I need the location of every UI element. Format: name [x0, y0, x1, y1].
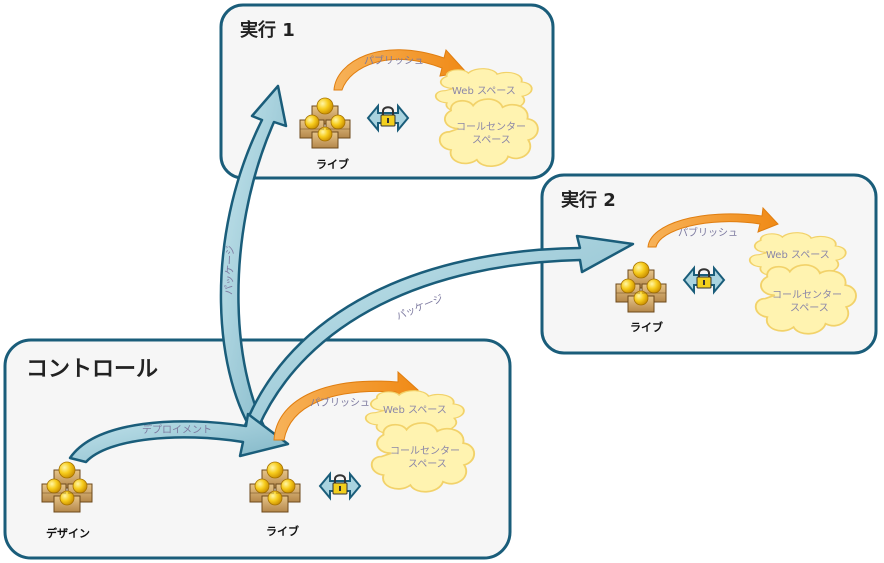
publish-arrow-run2-label: パブリッシュ	[678, 226, 738, 239]
control-call-center-cloud	[370, 421, 476, 493]
run2-call-center-label-2: スペース	[790, 303, 829, 314]
run2-call-center-label-1: コールセンター	[772, 289, 842, 301]
run1-live-label: ライブ	[316, 157, 349, 171]
control-call-center-label-1: コールセンター	[390, 445, 460, 457]
run2-panel-title: 実行 2	[561, 189, 616, 211]
run2-live-label: ライブ	[630, 320, 663, 334]
package-arrow-run2-label: パッケージ	[394, 292, 445, 323]
run1-panel-title: 実行 1	[240, 19, 295, 41]
publish-arrow-control-label: パブリッシュ	[310, 396, 370, 409]
design-label: デザイン	[46, 526, 90, 540]
control-web-space-label: Web スペース	[383, 405, 447, 416]
run1-call-center-label-1: コールセンター	[456, 121, 526, 133]
publish-arrow-run2: パブリッシュ	[647, 206, 779, 248]
control-panel-title: コントロール	[26, 357, 158, 382]
run1-call-center-label-2: スペース	[472, 135, 511, 146]
control-live-label: ライブ	[266, 524, 299, 538]
deployment-arrow-label: デプロイメント	[142, 423, 212, 436]
deployment-arrow: デプロイメント	[68, 412, 290, 464]
run2-web-space-label: Web スペース	[766, 250, 830, 261]
run1-web-space-label: Web スペース	[452, 86, 516, 97]
control-call-center-label-2: スペース	[408, 459, 447, 470]
publish-arrow-run1-label: パブリッシュ	[364, 54, 424, 67]
package-arrow-run1-label: パッケージ	[223, 245, 237, 295]
package-arrow-run1: パッケージ	[219, 84, 288, 442]
